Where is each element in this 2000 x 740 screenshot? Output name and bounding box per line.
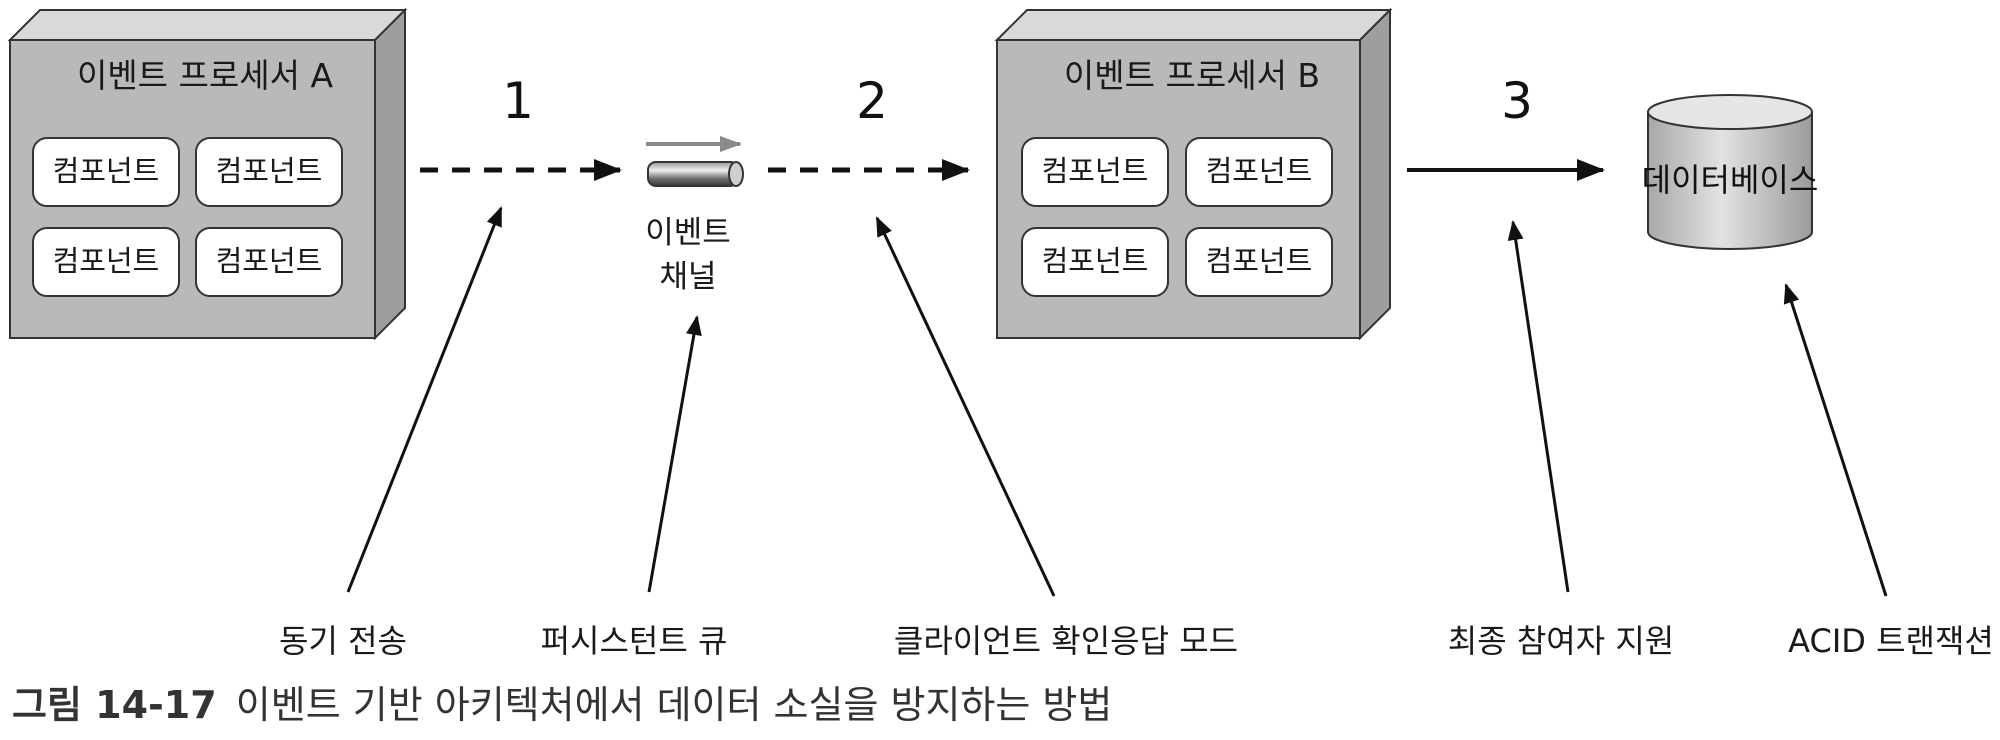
processor-a-title: 이벤트 프로세서 A [77,56,333,95]
component-label: 컴포넌트 [53,154,160,188]
pointer-arrow-persistent-queue [647,315,702,593]
annotation-persistent-queue: 퍼시스턴트 큐 [541,622,728,660]
database-top [1647,94,1813,130]
component-label: 컴포넌트 [1206,244,1313,278]
pointer-arrow-sync [346,206,503,593]
figure-caption: 그림 14-17 이벤트 기반 아키텍처에서 데이터 소실을 방지하는 방법 [12,683,1112,727]
processor-b-side-face [1359,7,1391,341]
annotation-last-participant: 최종 참여자 지원 [1448,622,1674,660]
event-processor-a: 이벤트 프로세서 A 컴포넌트 컴포넌트 컴포넌트 컴포넌트 [7,7,408,341]
step-3-label: 3 [1501,72,1533,130]
annotation-client-ack-mode: 클라이언트 확인응답 모드 [894,622,1238,660]
figure-title: 이벤트 기반 아키텍처에서 데이터 소실을 방지하는 방법 [236,683,1113,727]
component-label: 컴포넌트 [216,244,323,278]
channel-pipe-end [728,161,744,187]
database-body [1647,112,1813,250]
component-box [32,137,180,207]
pointer-arrow-last-participant [1507,220,1570,593]
component-label: 컴포넌트 [53,244,160,278]
event-channel: 이벤트 채널 [645,136,744,295]
processor-b-top-face [994,9,1393,41]
figure-number: 그림 14-17 [12,683,217,727]
step-2-label: 2 [856,72,888,130]
component-box [1021,227,1169,297]
component-label: 컴포넌트 [1206,154,1313,188]
pointer-arrow-acid [1783,283,1888,597]
component-box [1185,137,1333,207]
channel-pipe [647,161,739,187]
processor-a-top-face [7,9,408,41]
annotation-sync-send: 동기 전송 [279,622,407,660]
component-label: 컴포넌트 [1042,244,1149,278]
component-box [32,227,180,297]
processor-a-side-face [374,7,406,341]
event-processor-b: 이벤트 프로세서 B 컴포넌트 컴포넌트 컴포넌트 컴포넌트 [994,7,1393,341]
component-box [1185,227,1333,297]
channel-label-line2: 채널 [659,259,716,295]
processor-b-title: 이벤트 프로세서 B [1064,56,1320,95]
component-label: 컴포넌트 [1042,154,1149,188]
component-box [1021,137,1169,207]
component-label: 컴포넌트 [216,154,323,188]
component-box [195,137,343,207]
pointer-arrow-client-ack [875,216,1056,597]
database-label: 데이터베이스 [1642,161,1819,199]
channel-label-line1: 이벤트 [645,215,731,251]
step-1-label: 1 [502,72,534,130]
database: 데이터베이스 [1642,94,1819,250]
component-box [195,227,343,297]
annotation-acid-transaction: ACID 트랜잭션 [1788,622,1994,660]
